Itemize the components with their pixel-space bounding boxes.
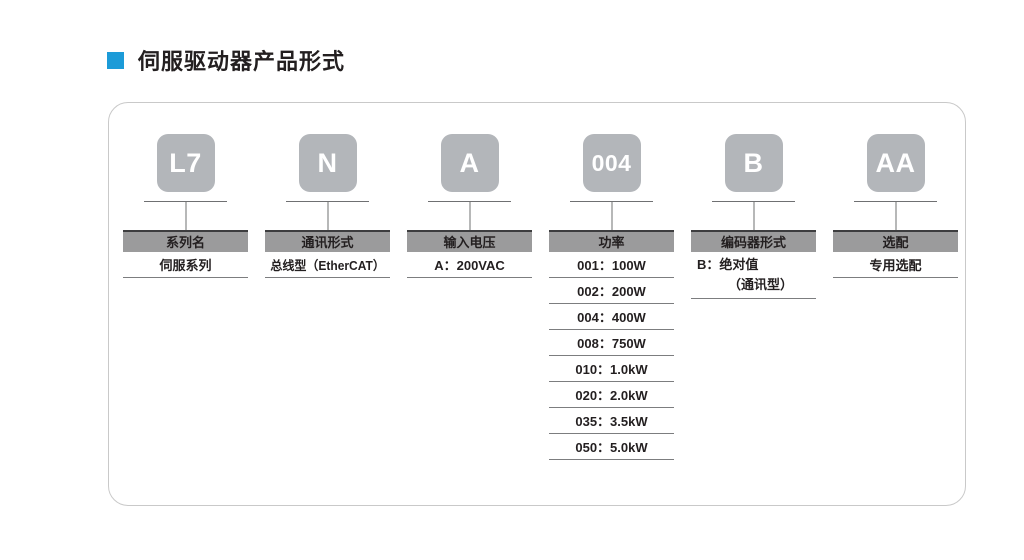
value-row: A：200VAC [407, 252, 532, 278]
page-title-row: 伺服驱动器产品形式 [107, 44, 345, 76]
column-values-series: 伺服系列 [123, 252, 248, 278]
code-chip-encoder[interactable]: B [724, 134, 783, 192]
page-title: 伺服驱动器产品形式 [138, 49, 346, 74]
value-row: 008：750W [549, 330, 674, 356]
connector-vertical-stem [753, 201, 754, 230]
connector-encoder [691, 201, 816, 230]
value-row: B：绝对值 （通讯型） [691, 252, 816, 299]
column-values-communication: 总线型（EtherCAT） [265, 252, 390, 278]
value-row: 002：200W [549, 278, 674, 304]
value-row: 010：1.0kW [549, 356, 674, 382]
column-values-input-voltage: A：200VAC [407, 252, 532, 278]
column-header-label: 输入电压 [443, 234, 496, 250]
value-row: 专用选配 [833, 252, 958, 278]
connector-vertical-stem [895, 201, 896, 230]
code-chip-power[interactable]: 004 [582, 134, 641, 192]
value-row: 004：400W [549, 304, 674, 330]
column-header-label: 选配 [882, 234, 909, 250]
value-text-line1: B：绝对值 [697, 257, 759, 272]
connector-vertical-stem [185, 201, 186, 230]
column-header-power: 功率 [549, 230, 674, 252]
column-header-series: 系列名 [123, 230, 248, 252]
value-row: 050：5.0kW [549, 434, 674, 460]
value-text: 总线型（EtherCAT） [270, 259, 385, 273]
column-header-label: 功率 [598, 234, 625, 250]
code-column-communication: N 通讯形式 总线型（EtherCAT） [265, 103, 390, 507]
connector-vertical-stem [327, 201, 328, 230]
column-header-input-voltage: 输入电压 [407, 230, 532, 252]
model-code-card: L7 系列名 伺服系列 N 通讯形式 总线型 [108, 102, 966, 506]
bullet-square-icon [107, 51, 124, 69]
connector-input-voltage [407, 201, 532, 230]
connector-vertical-stem [469, 201, 470, 230]
connector-communication [265, 201, 390, 230]
column-header-label: 通讯形式 [301, 234, 354, 250]
value-text-line2: （通讯型） [727, 277, 793, 292]
value-row: 001：100W [549, 252, 674, 278]
code-chip-option[interactable]: AA [866, 134, 925, 192]
code-chip-communication[interactable]: N [298, 134, 357, 192]
column-header-encoder: 编码器形式 [691, 230, 816, 252]
code-chip-input-voltage[interactable]: A [440, 134, 499, 192]
connector-power [549, 201, 674, 230]
connector-vertical-stem [611, 201, 612, 230]
code-column-power: 004 功率 001：100W 002：200W 004：400W 008：75… [549, 103, 674, 507]
column-values-power: 001：100W 002：200W 004：400W 008：750W 010：… [549, 252, 674, 460]
column-header-option: 选配 [833, 230, 958, 252]
column-values-option: 专用选配 [833, 252, 958, 278]
value-row: 035：3.5kW [549, 408, 674, 434]
column-values-encoder: B：绝对值 （通讯型） [691, 252, 816, 299]
connector-option [833, 201, 958, 230]
column-header-label: 编码器形式 [720, 234, 786, 250]
value-row: 020：2.0kW [549, 382, 674, 408]
column-header-label: 系列名 [165, 234, 205, 250]
column-header-communication: 通讯形式 [265, 230, 390, 252]
code-column-encoder: B 编码器形式 B：绝对值 （通讯型） [691, 103, 816, 507]
model-code-columns: L7 系列名 伺服系列 N 通讯形式 总线型 [109, 103, 967, 507]
code-chip-series[interactable]: L7 [156, 134, 215, 192]
value-row: 伺服系列 [123, 252, 248, 278]
code-column-series: L7 系列名 伺服系列 [123, 103, 248, 507]
code-column-option: AA 选配 专用选配 [833, 103, 958, 507]
connector-series [123, 201, 248, 230]
value-row: 总线型（EtherCAT） [265, 252, 390, 278]
code-column-input-voltage: A 输入电压 A：200VAC [407, 103, 532, 507]
